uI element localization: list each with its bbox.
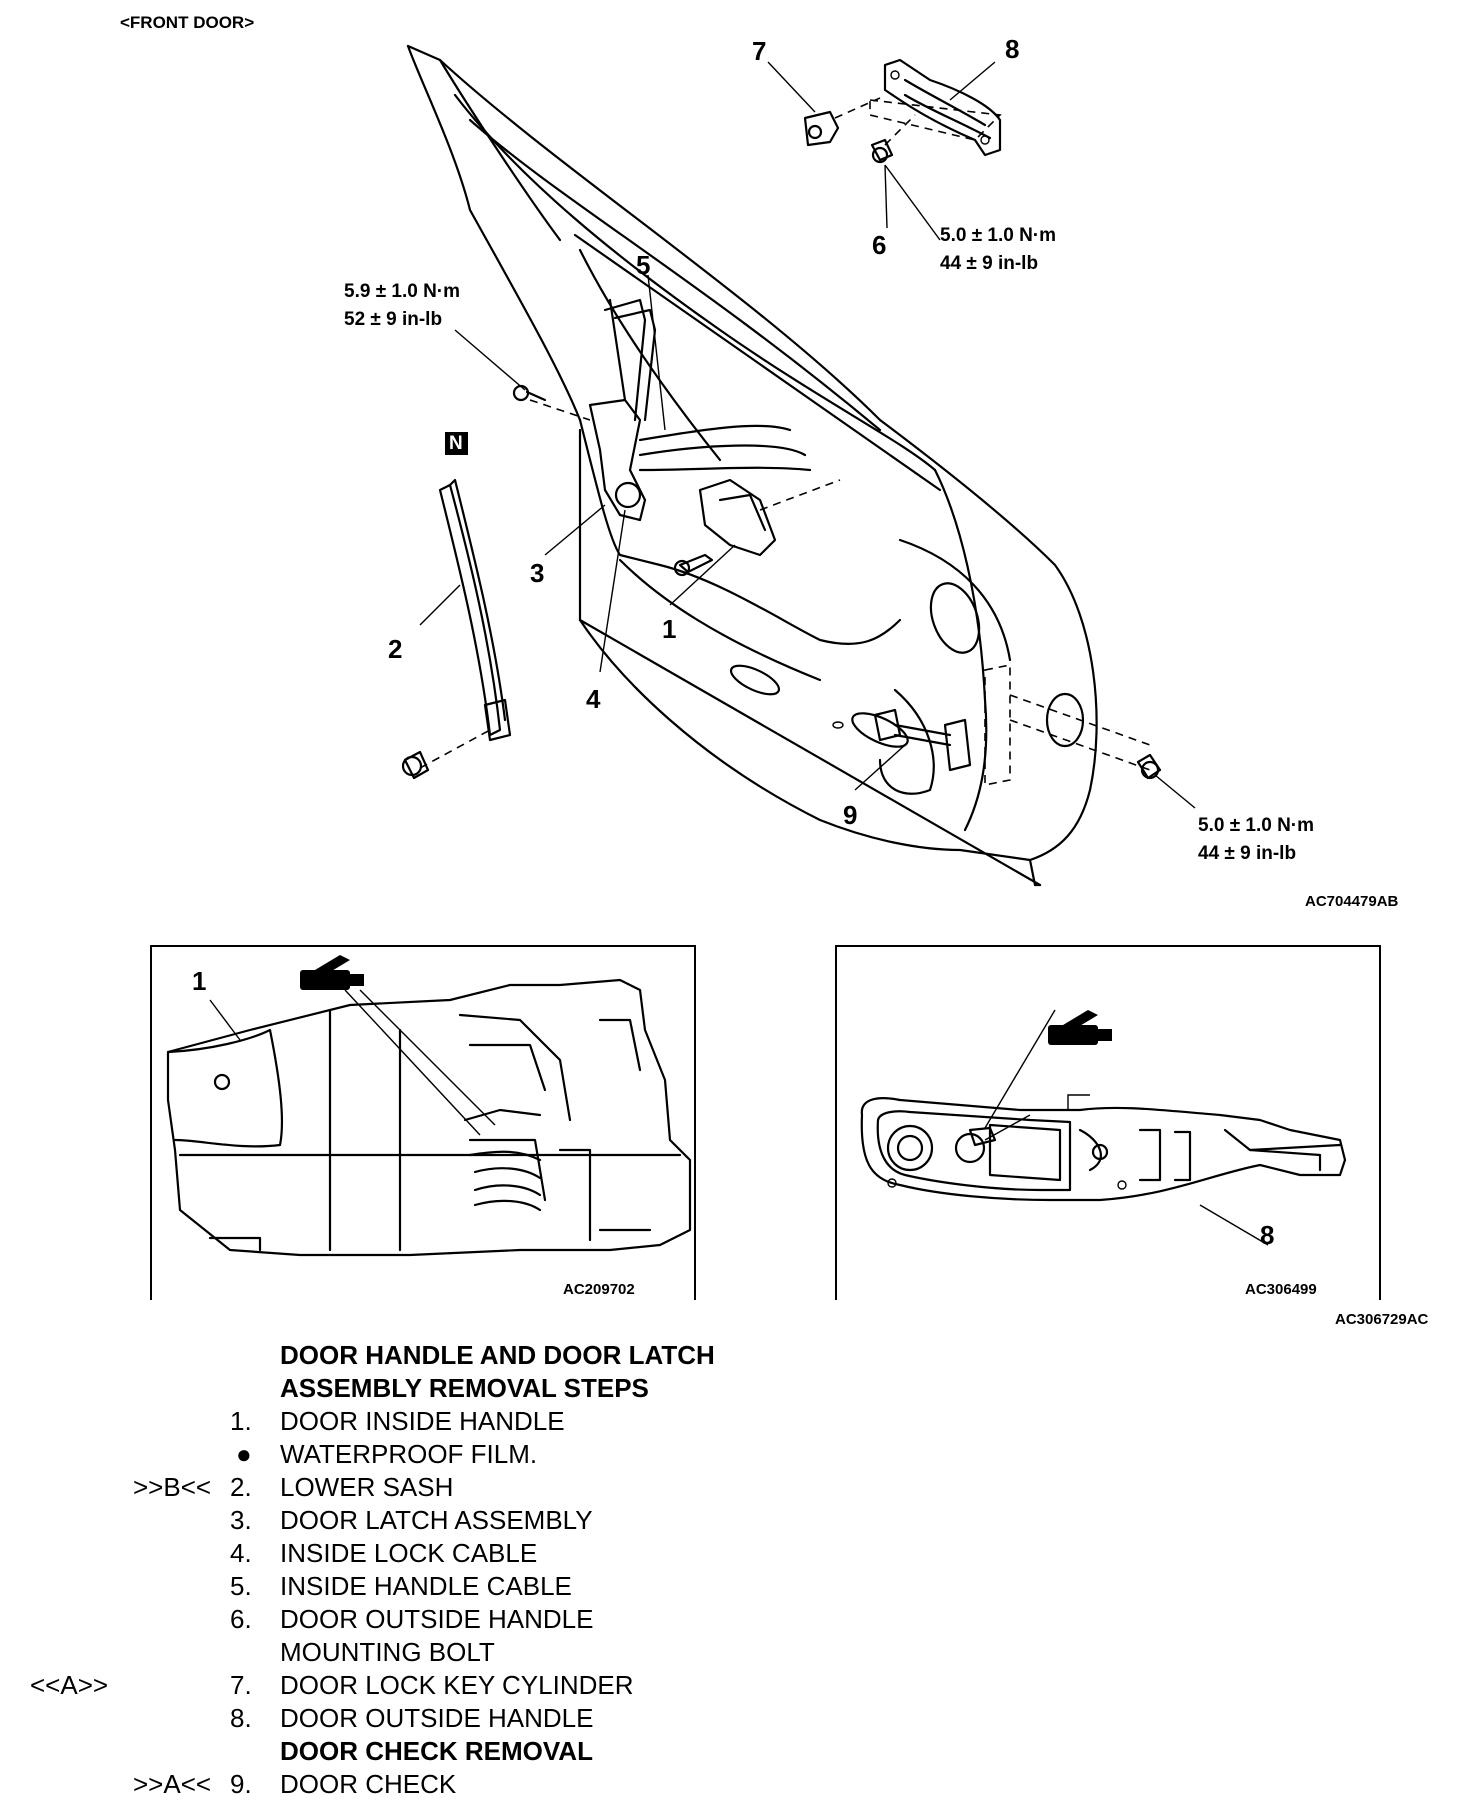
torque-nm: 5.0 ± 1.0 N·m xyxy=(1198,815,1315,836)
lower-sash-drawing xyxy=(401,478,512,780)
step-row: 1. DOOR INSIDE HANDLE xyxy=(0,1406,1472,1439)
step-marker: >>B<< xyxy=(133,1472,212,1502)
outside-handle-drawing xyxy=(869,58,1002,157)
torque-latch-bolt: 5.9 ± 1.0 N·m 52 ± 9 in-lb xyxy=(344,278,460,334)
step-text: DOOR LOCK KEY CYLINDER xyxy=(280,1670,634,1700)
torque-nm: 5.0 ± 1.0 N·m xyxy=(940,225,1057,246)
steps-title: ASSEMBLY REMOVAL STEPS xyxy=(280,1373,649,1403)
step-text: LOWER SASH xyxy=(280,1472,454,1502)
step-text: DOOR OUTSIDE HANDLE xyxy=(280,1604,594,1634)
steps-title-line2: ASSEMBLY REMOVAL STEPS xyxy=(0,1373,1472,1406)
detail-left-callout: 1 xyxy=(192,966,207,996)
step-text: DOOR LATCH ASSEMBLY xyxy=(280,1505,593,1535)
door-inside-handle-drawing xyxy=(673,478,841,577)
door-shell xyxy=(406,44,1098,887)
callout-3: 3 xyxy=(530,558,545,588)
step-text: DOOR CHECK xyxy=(280,1769,457,1799)
callout-8: 8 xyxy=(1005,34,1020,64)
detail-right-frame xyxy=(835,945,1381,1300)
step-row: >>B<< 2. LOWER SASH xyxy=(0,1472,1472,1505)
step-number: 3. xyxy=(230,1505,252,1535)
step-text: DOOR OUTSIDE HANDLE xyxy=(280,1703,594,1733)
step-row: <<A>> 7. DOOR LOCK KEY CYLINDER xyxy=(0,1670,1472,1703)
step-marker: >>A<< xyxy=(133,1769,212,1799)
step-number: 5. xyxy=(230,1571,252,1601)
step-row: ● WATERPROOF FILM. xyxy=(0,1439,1472,1472)
detail-left-frame xyxy=(150,945,696,1300)
step-row: 4. INSIDE LOCK CABLE xyxy=(0,1538,1472,1571)
outside-handle-bolt-drawing xyxy=(870,114,916,164)
grease-gun-icon xyxy=(1048,1010,1112,1045)
detail-right-callout: 8 xyxy=(1260,1220,1275,1250)
new-part-letter: N xyxy=(449,433,463,454)
details-code: AC306729AC xyxy=(1335,1311,1429,1328)
leader-lines xyxy=(419,61,1196,809)
callout-1: 1 xyxy=(662,614,677,644)
step-number: 6. xyxy=(230,1604,252,1634)
torque-handle-bolt: 5.0 ± 1.0 N·m 44 ± 9 in-lb xyxy=(940,222,1056,278)
callout-6: 6 xyxy=(872,230,887,260)
callout-2: 2 xyxy=(388,634,403,664)
step-number: 4. xyxy=(230,1538,252,1568)
step-text: INSIDE HANDLE CABLE xyxy=(280,1571,572,1601)
detail-left-code: AC209702 xyxy=(563,1281,635,1298)
step-row: 3. DOOR LATCH ASSEMBLY xyxy=(0,1505,1472,1538)
callout-5: 5 xyxy=(636,250,651,280)
step-text: DOOR INSIDE HANDLE xyxy=(280,1406,565,1436)
step-text: MOUNTING BOLT xyxy=(280,1637,495,1667)
key-cylinder-drawing xyxy=(803,97,881,147)
step-row: 5. INSIDE HANDLE CABLE xyxy=(0,1571,1472,1604)
step-number: 8. xyxy=(230,1703,252,1733)
torque-check-bolt: 5.0 ± 1.0 N·m 44 ± 9 in-lb xyxy=(1198,812,1314,868)
check-title: DOOR CHECK REMOVAL xyxy=(280,1736,593,1766)
step-text: INSIDE LOCK CABLE xyxy=(280,1538,538,1568)
steps-title: DOOR HANDLE AND DOOR LATCH xyxy=(280,1340,715,1370)
step-row: MOUNTING BOLT xyxy=(0,1637,1472,1670)
torque-inlb: 44 ± 9 in-lb xyxy=(1198,843,1297,864)
torque-nm: 5.9 ± 1.0 N·m xyxy=(344,281,461,302)
bullet-icon: ● xyxy=(236,1439,252,1469)
grease-gun-icon xyxy=(300,955,364,990)
step-marker: <<A>> xyxy=(30,1670,109,1700)
callout-7: 7 xyxy=(752,36,767,66)
step-row: 6. DOOR OUTSIDE HANDLE xyxy=(0,1604,1472,1637)
main-diagram-code: AC704479AB xyxy=(1305,893,1399,910)
step-number: 9. xyxy=(230,1769,252,1799)
step-number: 1. xyxy=(230,1406,252,1436)
new-part-mark xyxy=(445,432,468,455)
main-diagram xyxy=(150,44,1381,1300)
step-number: 7. xyxy=(230,1670,252,1700)
door-check-drawing xyxy=(873,664,1162,786)
torque-inlb: 52 ± 9 in-lb xyxy=(344,309,443,330)
steps-title-line1: DOOR HANDLE AND DOOR LATCH xyxy=(0,1340,1472,1373)
step-text: WATERPROOF FILM. xyxy=(280,1439,538,1469)
callout-9: 9 xyxy=(843,800,858,830)
step-row: 8. DOOR OUTSIDE HANDLE xyxy=(0,1703,1472,1736)
step-number: 2. xyxy=(230,1472,252,1502)
torque-inlb: 44 ± 9 in-lb xyxy=(940,253,1039,274)
check-title-row: DOOR CHECK REMOVAL xyxy=(0,1736,1472,1769)
section-tag: <FRONT DOOR> xyxy=(120,13,255,32)
detail-right-code: AC306499 xyxy=(1245,1281,1317,1298)
step-row: >>A<< 9. DOOR CHECK xyxy=(0,1769,1472,1802)
callout-4: 4 xyxy=(586,684,601,714)
